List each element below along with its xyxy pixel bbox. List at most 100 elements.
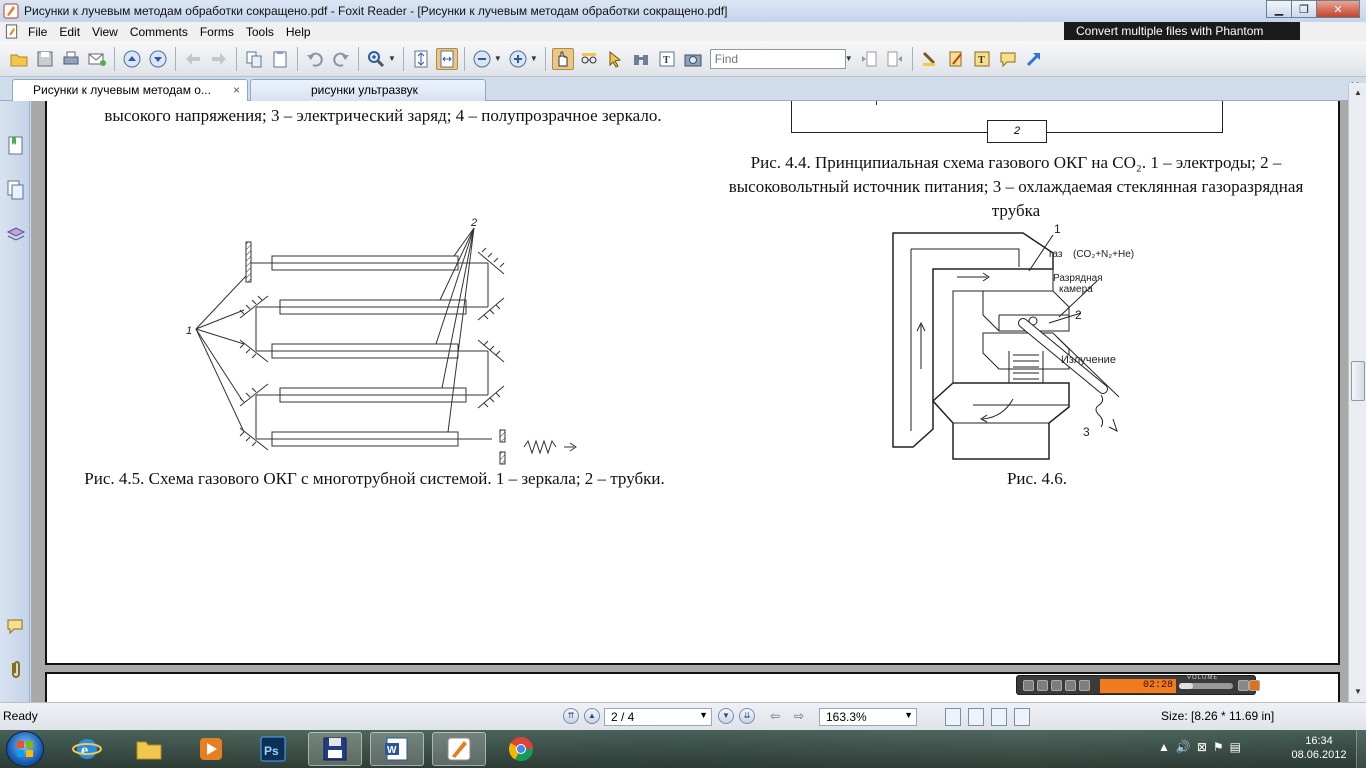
bookmarks-icon[interactable] bbox=[6, 135, 26, 157]
taskbar-explorer[interactable] bbox=[122, 732, 176, 766]
layers-icon[interactable] bbox=[6, 223, 26, 245]
player-minimize-button[interactable] bbox=[1238, 680, 1249, 691]
foxit-reader-icon bbox=[447, 737, 471, 761]
forward-button[interactable] bbox=[208, 48, 230, 70]
undo-button[interactable] bbox=[304, 48, 326, 70]
taskbar-media-player[interactable] bbox=[184, 732, 238, 766]
scroll-down-arrow[interactable]: ▼ bbox=[1354, 687, 1362, 696]
player-play-button[interactable] bbox=[1037, 680, 1048, 691]
tab-document-1[interactable]: Рисунки к лучевым методам о... × bbox=[12, 79, 248, 101]
select-tool-button[interactable] bbox=[604, 48, 626, 70]
tray-expand-icon[interactable]: ▲ bbox=[1158, 740, 1170, 754]
menu-edit[interactable]: Edit bbox=[59, 24, 81, 39]
text-select-button[interactable] bbox=[578, 48, 600, 70]
volume-icon[interactable]: 🔊 bbox=[1175, 740, 1191, 754]
open-button[interactable] bbox=[8, 48, 30, 70]
page-number-field[interactable]: 2 / 4 ▼ bbox=[604, 708, 712, 726]
player-prev-button[interactable] bbox=[1023, 680, 1034, 691]
chevron-down-icon[interactable]: ▼ bbox=[904, 710, 913, 720]
scroll-up-arrow[interactable]: ▲ bbox=[1354, 88, 1362, 97]
single-page-view-button[interactable] bbox=[945, 708, 961, 726]
document-viewport[interactable]: высокого напряжения; 3 – электрический з… bbox=[31, 101, 1348, 702]
continuous-view-button[interactable] bbox=[968, 708, 984, 726]
maximize-button[interactable]: ❐ bbox=[1291, 0, 1317, 18]
next-page-button[interactable] bbox=[147, 48, 169, 70]
menu-help[interactable]: Help bbox=[285, 24, 311, 39]
taskbar-foxit-reader[interactable] bbox=[432, 732, 486, 766]
menu-comments[interactable]: Comments bbox=[129, 24, 188, 39]
player-pause-button[interactable] bbox=[1051, 680, 1062, 691]
paste-button[interactable] bbox=[269, 48, 291, 70]
taskbar-word[interactable]: W bbox=[370, 732, 424, 766]
hand-tool-button[interactable] bbox=[551, 47, 574, 70]
chevron-down-icon[interactable]: ▼ bbox=[699, 710, 708, 720]
last-page-button[interactable]: ⇊ bbox=[739, 708, 755, 724]
document-menu-icon[interactable] bbox=[4, 24, 20, 39]
tab-document-2[interactable]: рисунки ультразвук bbox=[250, 79, 486, 101]
taskbar-clock[interactable]: 16:34 08.06.2012 bbox=[1284, 734, 1354, 762]
history-forward-icon[interactable]: ⇨ bbox=[794, 709, 805, 723]
fit-width-button[interactable] bbox=[435, 47, 458, 70]
close-button[interactable]: ✕ bbox=[1316, 0, 1360, 18]
history-back-icon[interactable]: ⇦ bbox=[770, 709, 781, 723]
language-icon[interactable]: ▤ bbox=[1229, 740, 1242, 754]
taskbar-internet-explorer[interactable]: e bbox=[60, 732, 114, 766]
menu-tools[interactable]: Tools bbox=[245, 24, 274, 39]
menu-view[interactable]: View bbox=[92, 24, 118, 39]
comments-panel-icon[interactable] bbox=[6, 616, 26, 638]
text-tool-button[interactable]: T bbox=[971, 48, 993, 70]
fit-page-button[interactable] bbox=[410, 48, 432, 70]
minimize-button[interactable]: ▁ bbox=[1266, 0, 1292, 18]
pencil-tool-button[interactable] bbox=[945, 48, 967, 70]
chevron-down-icon[interactable]: ▼ bbox=[529, 54, 538, 63]
taskbar-chrome[interactable] bbox=[494, 732, 548, 766]
find-input[interactable] bbox=[709, 48, 846, 69]
print-button[interactable] bbox=[60, 48, 82, 70]
first-page-button[interactable]: ⇈ bbox=[563, 708, 579, 724]
start-button[interactable] bbox=[6, 731, 44, 767]
zoom-level-field[interactable]: 163.3% ▼ bbox=[819, 708, 917, 726]
next-page-status-button[interactable]: ▼ bbox=[718, 708, 734, 724]
save-file-button[interactable] bbox=[34, 48, 56, 70]
scrollbar-thumb[interactable] bbox=[1351, 361, 1365, 401]
back-button[interactable] bbox=[182, 48, 204, 70]
player-close-button[interactable] bbox=[1249, 680, 1260, 691]
zoom-out-button[interactable] bbox=[471, 48, 493, 70]
facing-view-button[interactable] bbox=[991, 708, 1007, 726]
redo-button[interactable] bbox=[330, 48, 352, 70]
camera-button[interactable] bbox=[682, 48, 704, 70]
player-volume-slider[interactable] bbox=[1179, 683, 1233, 689]
find-next-button[interactable] bbox=[884, 48, 906, 70]
pages-icon[interactable] bbox=[6, 179, 26, 201]
copy-button[interactable] bbox=[243, 48, 265, 70]
menu-forms[interactable]: Forms bbox=[199, 24, 234, 39]
email-button[interactable] bbox=[86, 48, 108, 70]
player-next-button[interactable] bbox=[1079, 680, 1090, 691]
action-center-icon[interactable]: ⚑ bbox=[1212, 740, 1224, 754]
vertical-scrollbar[interactable]: ▲ ▼ bbox=[1348, 83, 1366, 702]
taskbar-save-app[interactable] bbox=[308, 732, 362, 766]
zoom-tool-button[interactable] bbox=[365, 48, 387, 70]
find-previous-button[interactable] bbox=[858, 48, 880, 70]
taskbar-photoshop[interactable]: Ps bbox=[246, 732, 300, 766]
network-icon[interactable]: ⊠ bbox=[1196, 740, 1207, 754]
zoom-in-button[interactable] bbox=[507, 48, 529, 70]
show-desktop-button[interactable] bbox=[1356, 730, 1366, 768]
player-stop-button[interactable] bbox=[1065, 680, 1076, 691]
chevron-down-icon[interactable]: ▼ bbox=[844, 54, 853, 63]
previous-page-button[interactable] bbox=[121, 48, 143, 70]
svg-text:T: T bbox=[978, 55, 985, 66]
phantom-ad-banner[interactable]: Convert multiple files with Phantom bbox=[1064, 22, 1300, 40]
typewriter-button[interactable]: T bbox=[656, 48, 678, 70]
chevron-down-icon[interactable]: ▼ bbox=[493, 54, 502, 63]
note-tool-button[interactable] bbox=[997, 48, 1019, 70]
continuous-facing-view-button[interactable] bbox=[1014, 708, 1030, 726]
chevron-down-icon[interactable]: ▼ bbox=[388, 54, 396, 63]
attachments-icon[interactable] bbox=[6, 659, 26, 681]
stamp-tool-button[interactable] bbox=[919, 48, 941, 70]
arrow-tool-button[interactable] bbox=[1023, 48, 1045, 70]
prev-page-button[interactable]: ▲ bbox=[584, 708, 600, 724]
close-icon[interactable]: × bbox=[232, 83, 240, 97]
menu-file[interactable]: File bbox=[28, 24, 48, 39]
snapshot-button[interactable] bbox=[630, 48, 652, 70]
